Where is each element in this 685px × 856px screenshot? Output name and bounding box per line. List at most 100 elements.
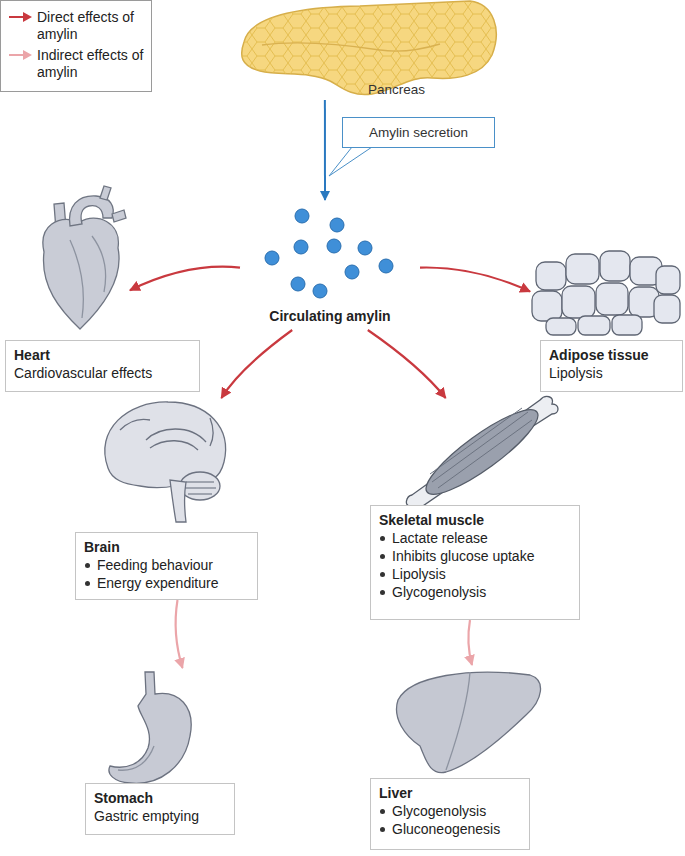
label-box: StomachGastric emptying	[85, 783, 235, 835]
legend-text: Direct effects of amylin	[37, 9, 145, 43]
adipose-illustration	[596, 283, 628, 315]
organ-heading: Heart	[14, 346, 191, 364]
effect-item: Gluconeogenesis	[379, 820, 521, 838]
indirect-arrow	[176, 600, 183, 668]
organ-group: StomachGastric emptying	[85, 668, 235, 835]
organ-group: Skeletal muscleLactate releaseInhibits g…	[370, 398, 580, 620]
amylin-molecules	[345, 265, 359, 279]
effect-item: Cardiovascular effects	[14, 364, 191, 382]
adipose-illustration	[600, 251, 630, 281]
effect-item: Lipolysis	[379, 565, 571, 583]
amylin-molecules	[327, 239, 341, 253]
adipose-illustration	[578, 316, 610, 335]
pancreas-illustration	[242, 1, 497, 95]
heart-illustration	[112, 210, 126, 222]
organ-group: LiverGlycogenolysisGluconeogenesis	[370, 665, 540, 855]
muscle-illustration	[417, 398, 547, 505]
stomach-illustration	[118, 746, 154, 770]
label-box: HeartCardiovascular effects	[5, 340, 200, 392]
brain-illustration	[184, 482, 216, 494]
heart-illustration	[92, 236, 106, 292]
amylin-molecules	[294, 240, 308, 254]
heart-illustration	[43, 218, 119, 329]
effect-item: Glycogenolysis	[379, 583, 571, 601]
legend-swatch	[7, 10, 33, 24]
amylin-molecules	[330, 218, 344, 232]
legend-arrow-head	[23, 12, 32, 22]
label-box: Skeletal muscleLactate releaseInhibits g…	[370, 505, 580, 620]
direct-arrow	[420, 268, 530, 292]
direct-arrow	[221, 330, 292, 398]
effect-text: Inhibits glucose uptake	[392, 548, 534, 564]
bullet-dot	[380, 590, 385, 595]
amylin-molecules	[265, 251, 279, 265]
heart-illustration	[70, 240, 83, 318]
callout-tail	[329, 147, 372, 176]
callout-text: Amylin secretion	[343, 118, 494, 147]
bullet-dot	[380, 809, 385, 814]
liver-illustration	[397, 672, 541, 773]
direct-arrow	[368, 330, 446, 398]
amylin-molecules	[265, 209, 393, 298]
effect-text: Glycogenolysis	[392, 803, 486, 819]
effect-text: Lipolysis	[549, 365, 603, 381]
legend-entry: Direct effects of amylin	[7, 9, 145, 43]
organ-group: HeartCardiovascular effects	[20, 195, 130, 335]
amylin-molecules	[379, 259, 393, 273]
legend-entry: Indirect effects of amylin	[7, 47, 145, 81]
legend-swatch	[7, 48, 33, 62]
callout-tail	[329, 147, 372, 176]
brain-illustration	[170, 480, 186, 522]
organ-group: Adipose tissueLipolysis	[530, 245, 680, 340]
bullet-dot	[85, 581, 90, 586]
amylin-molecules	[291, 277, 305, 291]
bullet-dot	[380, 827, 385, 832]
brain-illustration	[150, 441, 198, 450]
effect-item: Inhibits glucose uptake	[379, 547, 571, 565]
label-box: BrainFeeding behaviourEnergy expenditure	[75, 532, 258, 600]
legend-box: Direct effects of amylinIndirect effects…	[0, 0, 152, 92]
organ-name: Pancreas	[368, 82, 425, 98]
adipose-illustration	[612, 315, 642, 335]
organ-heading: Brain	[84, 538, 249, 556]
effect-item: Feeding behaviour	[84, 556, 249, 574]
effect-text: Gluconeogenesis	[392, 821, 500, 837]
effect-item: Lipolysis	[549, 364, 674, 382]
organ-heading: Liver	[379, 784, 521, 802]
amylin-molecules	[358, 241, 372, 255]
liver-illustration	[446, 672, 470, 770]
bullet-dot	[380, 536, 385, 541]
pancreas-illustration	[242, 1, 497, 95]
muscle-illustration	[438, 420, 532, 488]
legend-arrow-head	[23, 50, 32, 60]
effect-item: Glycogenolysis	[379, 802, 521, 820]
adipose-illustration	[566, 254, 599, 284]
organ-heading: Skeletal muscle	[379, 511, 571, 529]
adipose-illustration	[562, 286, 595, 318]
effect-text: Lipolysis	[392, 566, 446, 582]
effect-item: Energy expenditure	[84, 574, 249, 592]
pancreas-illustration	[242, 1, 497, 95]
effect-text: Gastric emptying	[94, 808, 199, 824]
organ-label: Pancreas	[235, 0, 510, 100]
adipose-illustration	[532, 291, 562, 321]
bullet-dot	[380, 572, 385, 577]
indirect-arrow	[468, 620, 472, 665]
organ-heading: Stomach	[94, 789, 226, 807]
brain-illustration	[146, 429, 206, 442]
stomach-illustration	[109, 672, 191, 783]
amylin-molecules	[295, 209, 309, 223]
adipose-illustration	[546, 318, 576, 335]
stomach-illustration	[109, 672, 191, 783]
secretion-arrow	[324, 100, 326, 200]
muscle-illustration	[432, 412, 528, 482]
legend-arrow-line	[9, 54, 25, 56]
brain-illustration	[120, 419, 150, 430]
legend-arrow-line	[9, 16, 25, 18]
bullet-dot	[380, 554, 385, 559]
muscle-illustration	[430, 408, 532, 488]
effect-text: Feeding behaviour	[97, 557, 213, 573]
effect-text: Glycogenolysis	[392, 584, 486, 600]
effect-text: Lactate release	[392, 530, 488, 546]
